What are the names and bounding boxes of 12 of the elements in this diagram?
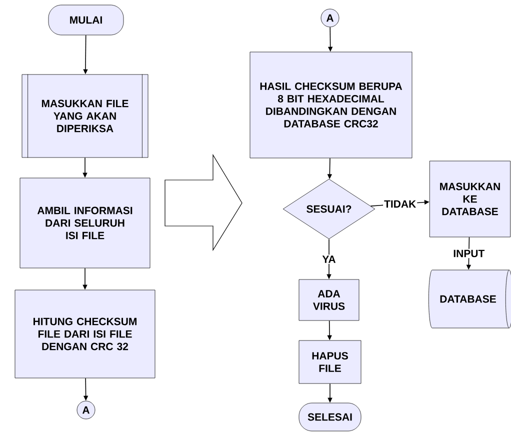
edge-label: YA <box>321 254 337 264</box>
process-box: AMBIL INFORMASI DARI SELURUH ISI FILE <box>20 178 150 268</box>
process-box: HITUNG CHECKSUM FILE DARI ISI FILE DENGAN CRC 32 <box>14 290 156 378</box>
process-box: ADA VIRUS <box>298 279 360 321</box>
terminal-box: SELESAI <box>298 402 362 432</box>
process-box: MASUKKAN KE DATABASE <box>429 160 511 238</box>
edge-label: TIDAK <box>383 199 418 209</box>
process-box: HASIL CHECKSUM BERUPA 8 BIT HEXADECIMAL DIBANDINGKAN DENGAN DATABASE CRC32 <box>250 52 412 158</box>
predefined-process-box: MASUKKAN FILE YANG AKAN DIPERIKSA <box>22 74 148 158</box>
process-box: HAPUS FILE <box>298 340 362 384</box>
edge-label: INPUT <box>452 248 486 258</box>
terminal-box: MULAI <box>48 4 124 36</box>
